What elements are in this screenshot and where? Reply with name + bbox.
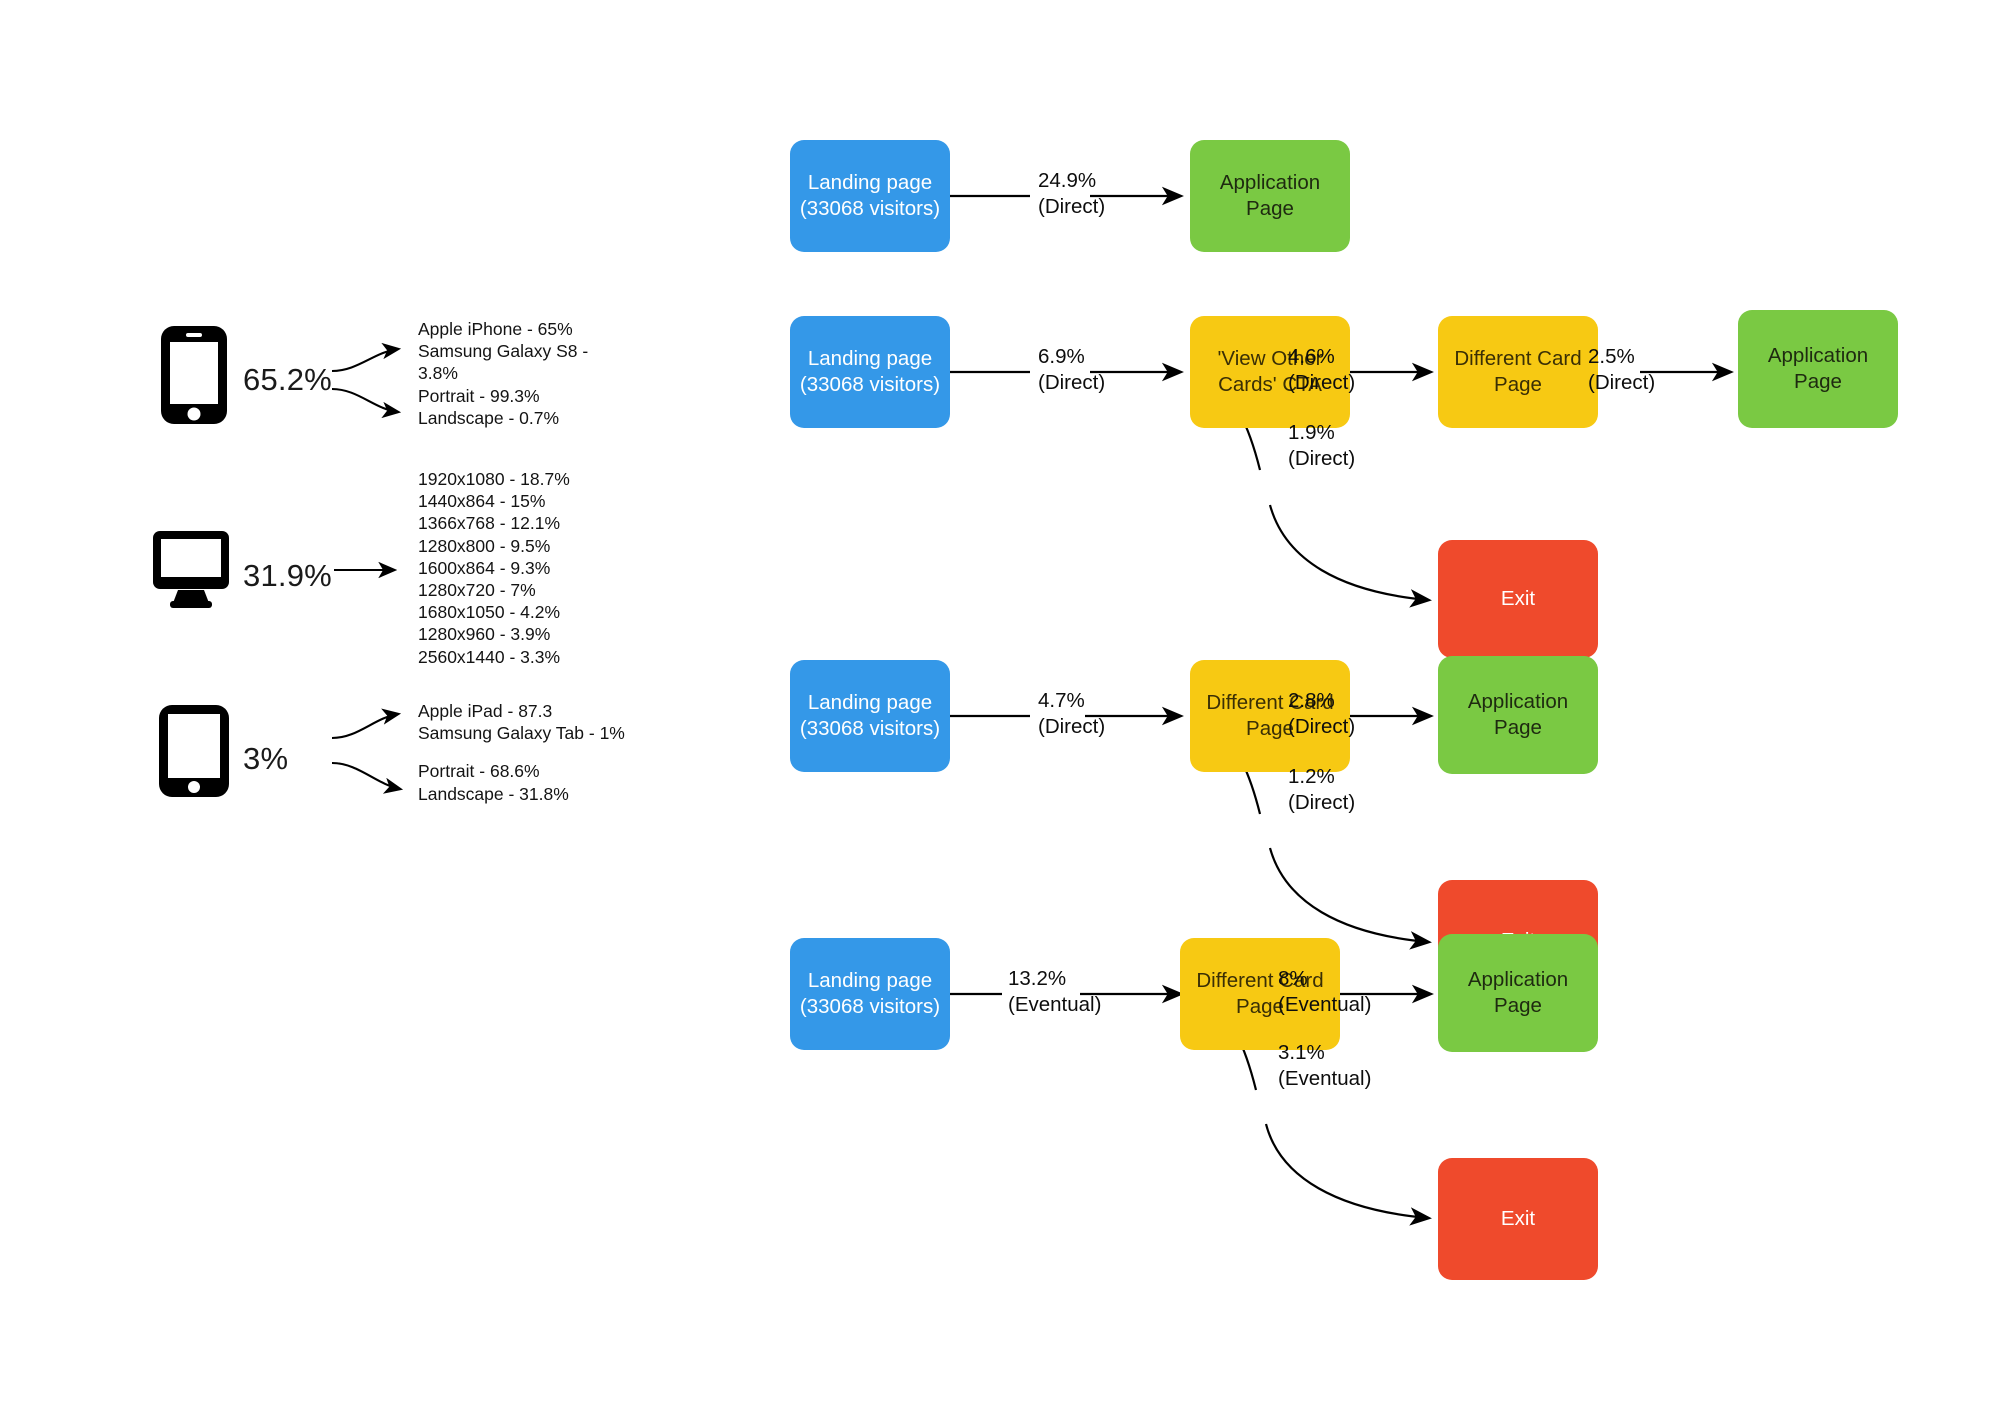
user-flow-diagram: Landing page(33068 visitors) 24.9% (Dire… bbox=[780, 0, 2014, 1408]
flow-node-landing-page[interactable]: Landing page(33068 visitors) bbox=[790, 660, 950, 772]
list-item: Portrait - 99.3% bbox=[418, 385, 540, 406]
desktop-branch-arrow bbox=[334, 561, 398, 579]
edge-label-r4-e3-attribution: (Eventual) bbox=[1278, 1067, 1372, 1090]
device-percent-mobile: 65.2% bbox=[243, 362, 332, 397]
flow-node-exit[interactable]: Exit bbox=[1438, 1158, 1598, 1280]
edge-r3-e3-arrow bbox=[1268, 847, 1432, 950]
desktop-resolution-list: 1920x1080 - 18.7% 1440x864 - 15% 1366x76… bbox=[418, 468, 570, 668]
list-item: Samsung Galaxy Tab - 1% bbox=[418, 723, 625, 744]
edge-label-r2-e1-percent: 6.9% bbox=[1038, 345, 1085, 368]
tablet-device-list: Apple iPad - 87.3 Samsung Galaxy Tab - 1… bbox=[418, 700, 625, 805]
list-item: 2560x1440 - 3.3% bbox=[418, 646, 561, 667]
list-item: 1280x720 - 7% bbox=[418, 580, 536, 601]
desktop-monitor-icon bbox=[152, 530, 230, 615]
mobile-branch-arrows bbox=[331, 342, 402, 419]
edge-label-r4-e2-attribution: (Eventual) bbox=[1278, 993, 1372, 1016]
edge-label-r4-e3-percent: 3.1% bbox=[1278, 1041, 1325, 1064]
edge-label-r1-e1-attribution: (Direct) bbox=[1038, 195, 1106, 218]
flow-node-landing-page[interactable]: Landing page(33068 visitors) bbox=[790, 938, 950, 1050]
device-percent-desktop: 31.9% bbox=[243, 558, 332, 593]
mobile-device-list: Apple iPhone - 65% Samsung Galaxy S8 - 3… bbox=[418, 318, 588, 429]
list-spacer bbox=[418, 744, 625, 760]
list-item: 1600x864 - 9.3% bbox=[418, 557, 551, 578]
flow-node-application-page[interactable]: Application Page bbox=[1738, 310, 1898, 428]
device-percent-tablet: 3% bbox=[243, 741, 289, 776]
mobile-phone-icon bbox=[160, 325, 228, 430]
edge-label-r2-e3-attribution: (Direct) bbox=[1288, 447, 1356, 470]
list-item: Samsung Galaxy S8 - bbox=[418, 341, 589, 362]
edge-label-r3-e3-attribution: (Direct) bbox=[1288, 791, 1356, 814]
edge-label-r2-e2-attribution: (Direct) bbox=[1288, 371, 1356, 394]
edge-label-r2-e4-percent: 2.5% bbox=[1588, 345, 1635, 368]
flow-edges bbox=[950, 186, 1734, 1226]
edge-label-r3-e2-attribution: (Direct) bbox=[1288, 715, 1356, 738]
list-item: Landscape - 31.8% bbox=[418, 783, 569, 804]
list-item: 1440x864 - 15% bbox=[418, 491, 546, 512]
edge-label-r2-e2-percent: 4.6% bbox=[1288, 345, 1335, 368]
edge-label-r3-e2-percent: 2.8% bbox=[1288, 689, 1335, 712]
list-item: Portrait - 68.6% bbox=[418, 761, 540, 782]
flow-node-exit[interactable]: Exit bbox=[1438, 540, 1598, 658]
flow-node-application-page[interactable]: Application Page bbox=[1438, 934, 1598, 1052]
edge-label-r4-e1-attribution: (Eventual) bbox=[1008, 993, 1102, 1016]
device-breakdown-panel: 65.2% Apple iPhone - 65% Samsung Galaxy … bbox=[0, 0, 780, 1408]
edge-label-r3-e3-percent: 1.2% bbox=[1288, 765, 1335, 788]
edge-label-r3-e1-attribution: (Direct) bbox=[1038, 715, 1106, 738]
flow-node-landing-page[interactable]: Landing page(33068 visitors) bbox=[790, 140, 950, 252]
edge-label-r2-e3-percent: 1.9% bbox=[1288, 421, 1335, 444]
edge-label-r4-e2-percent: 8% bbox=[1278, 967, 1308, 990]
list-item: 3.8% bbox=[418, 363, 458, 384]
list-item: 1680x1050 - 4.2% bbox=[418, 602, 561, 623]
edge-label-r4-e1-percent: 13.2% bbox=[1008, 967, 1067, 990]
list-item: Apple iPad - 87.3 bbox=[418, 701, 553, 721]
edge-r2-e3-arrow bbox=[1268, 504, 1432, 608]
list-item: Apple iPhone - 65% bbox=[418, 319, 573, 339]
list-item: 1280x800 - 9.5% bbox=[418, 535, 551, 556]
edge-label-r3-e1-percent: 4.7% bbox=[1038, 689, 1085, 712]
flow-node-application-page[interactable]: Application Page bbox=[1190, 140, 1350, 252]
list-item: Landscape - 0.7% bbox=[418, 407, 560, 428]
edge-r4-e3-arrow bbox=[1264, 1123, 1432, 1226]
edge-label-r1-e1-percent: 24.9% bbox=[1038, 169, 1097, 192]
edge-label-r2-e1-attribution: (Direct) bbox=[1038, 371, 1106, 394]
edge-label-r2-e4-attribution: (Direct) bbox=[1588, 371, 1656, 394]
list-item: 1366x768 - 12.1% bbox=[418, 513, 561, 534]
list-item: 1920x1080 - 18.7% bbox=[418, 469, 570, 489]
tablet-icon bbox=[158, 704, 230, 803]
list-item: 1280x960 - 3.9% bbox=[418, 624, 551, 645]
flow-node-landing-page[interactable]: Landing page(33068 visitors) bbox=[790, 316, 950, 428]
tablet-branch-arrows bbox=[331, 708, 404, 794]
flow-node-application-page[interactable]: Application Page bbox=[1438, 656, 1598, 774]
